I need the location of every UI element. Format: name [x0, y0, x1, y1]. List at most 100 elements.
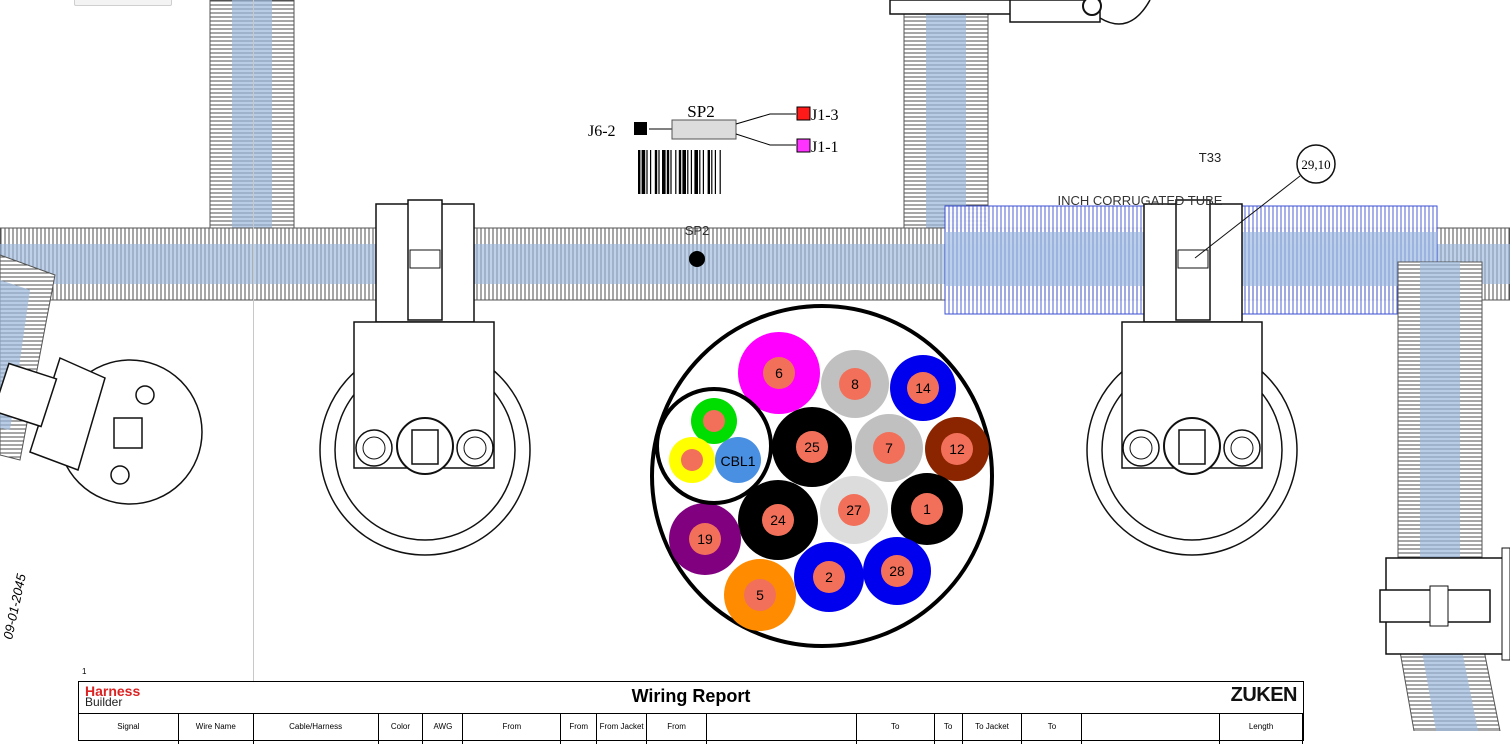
wire-core — [941, 433, 973, 465]
wire-25[interactable]: 25 — [772, 407, 852, 487]
tube-label: INCH CORRUGATED TUBE — [1058, 193, 1223, 208]
wire-number: 27 — [846, 502, 862, 518]
report-column-header: From — [561, 714, 598, 744]
wire-number: 28 — [889, 563, 905, 579]
barcode-bar — [702, 150, 704, 194]
bundle-cross-section[interactable]: 6 8 14 25 7 12 24 27 1 19 2 28 5 CBL1 — [650, 304, 994, 648]
wire-number: 5 — [756, 587, 764, 603]
wire-28[interactable]: 28 — [863, 537, 931, 605]
connector-right-edge[interactable] — [1379, 547, 1510, 661]
top-connector[interactable] — [889, 0, 1151, 25]
report-column-header: AWG — [423, 714, 464, 744]
wire-8[interactable]: 8 — [821, 350, 889, 418]
clamp-right[interactable] — [1086, 199, 1298, 556]
report-column-header: From — [463, 714, 562, 744]
zuken-logo: ZUKEN — [1230, 684, 1298, 706]
wire-core — [911, 493, 943, 525]
barcode-bar — [690, 150, 692, 194]
report-column-header: Length — [1220, 714, 1304, 744]
page-border-line — [253, 0, 254, 731]
barcode-bar — [719, 150, 721, 194]
wire-number: 12 — [949, 441, 965, 457]
toolbar-button[interactable] — [74, 0, 172, 6]
page-number: 1 — [82, 667, 87, 676]
balloon[interactable] — [1296, 144, 1336, 184]
wire-number: 6 — [775, 365, 783, 381]
barcode-bar — [650, 150, 652, 194]
wire-number: 7 — [885, 440, 893, 456]
wire-core — [881, 555, 913, 587]
wire-core — [838, 494, 870, 526]
wire-core — [763, 357, 795, 389]
wire-1[interactable]: 1 — [891, 473, 963, 545]
report-column-header: From — [647, 714, 707, 744]
report-title: Wiring Report — [631, 686, 751, 706]
wire-core — [907, 372, 939, 404]
report-column-header — [1082, 714, 1221, 744]
wire-5[interactable]: 5 — [724, 559, 796, 631]
report-column-header: From Jacket — [597, 714, 648, 744]
clamp-left-edge[interactable] — [0, 356, 203, 505]
wire-19[interactable]: 19 — [669, 503, 741, 575]
cable-label: CBL1 — [720, 453, 755, 469]
barcode-bar — [694, 150, 698, 194]
report-column-header: Signal — [79, 714, 179, 744]
balloon-label: 29,10 — [1301, 157, 1330, 172]
wire-core — [873, 432, 905, 464]
wire-27[interactable]: 27 — [820, 476, 888, 544]
barcode-bar — [641, 150, 646, 194]
barcode-bar — [638, 150, 641, 194]
splice-node-label: SP2 — [685, 223, 710, 238]
wire-7[interactable]: 7 — [855, 414, 923, 482]
wire-core — [839, 368, 871, 400]
clamp-left[interactable] — [319, 199, 531, 556]
splice-symbol[interactable]: SP2 J6-2 J1-3 J1-1 — [588, 102, 839, 194]
wire-14[interactable]: 14 — [890, 355, 956, 421]
wire-core — [796, 431, 828, 463]
barcode-bar — [666, 150, 670, 194]
barcode — [638, 150, 721, 194]
wire-core — [813, 561, 845, 593]
wire-number: 2 — [825, 569, 833, 585]
barcode-bar — [654, 150, 658, 194]
report-column-header: To — [935, 714, 963, 744]
splice-right-pin: J1-1 — [811, 139, 839, 156]
barcode-bar — [670, 150, 672, 194]
cable-wire[interactable] — [715, 437, 761, 483]
splice-node[interactable] — [689, 251, 705, 267]
wire-number: 1 — [923, 501, 931, 517]
wire-2[interactable]: 2 — [794, 542, 864, 612]
barcode-bar — [678, 150, 682, 194]
cable-wire-core — [681, 449, 703, 471]
wire-number: 24 — [770, 512, 786, 528]
barcode-bar — [646, 150, 648, 194]
report-column-header: Wire Name — [179, 714, 254, 744]
barcode-bar — [687, 150, 689, 194]
splice-left-pin: J6-2 — [588, 123, 616, 140]
splice-name: SP2 — [687, 102, 714, 121]
harness-builder-logo: Harness Builder — [85, 683, 141, 709]
barcode-bar — [714, 150, 716, 194]
wire-number: 25 — [804, 439, 820, 455]
wire-core — [762, 504, 794, 536]
barcode-bar — [658, 150, 660, 194]
barcode-bar — [699, 150, 701, 194]
barcode-bar — [707, 150, 710, 194]
barcode-bar — [675, 150, 677, 194]
tag-label: T33 — [1199, 150, 1221, 165]
wire-number: 8 — [851, 376, 859, 392]
wire-core — [689, 523, 721, 555]
wire-6[interactable]: 6 — [738, 332, 820, 414]
report-column-header: To Jacket — [963, 714, 1023, 744]
wiring-report-table: Harness Builder Wiring Report ZUKEN Sign… — [78, 681, 1304, 744]
wire-number: 19 — [697, 531, 713, 547]
report-column-header — [707, 714, 857, 744]
date-stamp: 09-01-2045 — [0, 572, 29, 641]
wire-24[interactable]: 24 — [738, 480, 818, 560]
wire-core — [744, 579, 776, 611]
wire-12[interactable]: 12 — [925, 417, 989, 481]
barcode-bar — [682, 150, 686, 194]
cable-wire-core — [703, 410, 725, 432]
